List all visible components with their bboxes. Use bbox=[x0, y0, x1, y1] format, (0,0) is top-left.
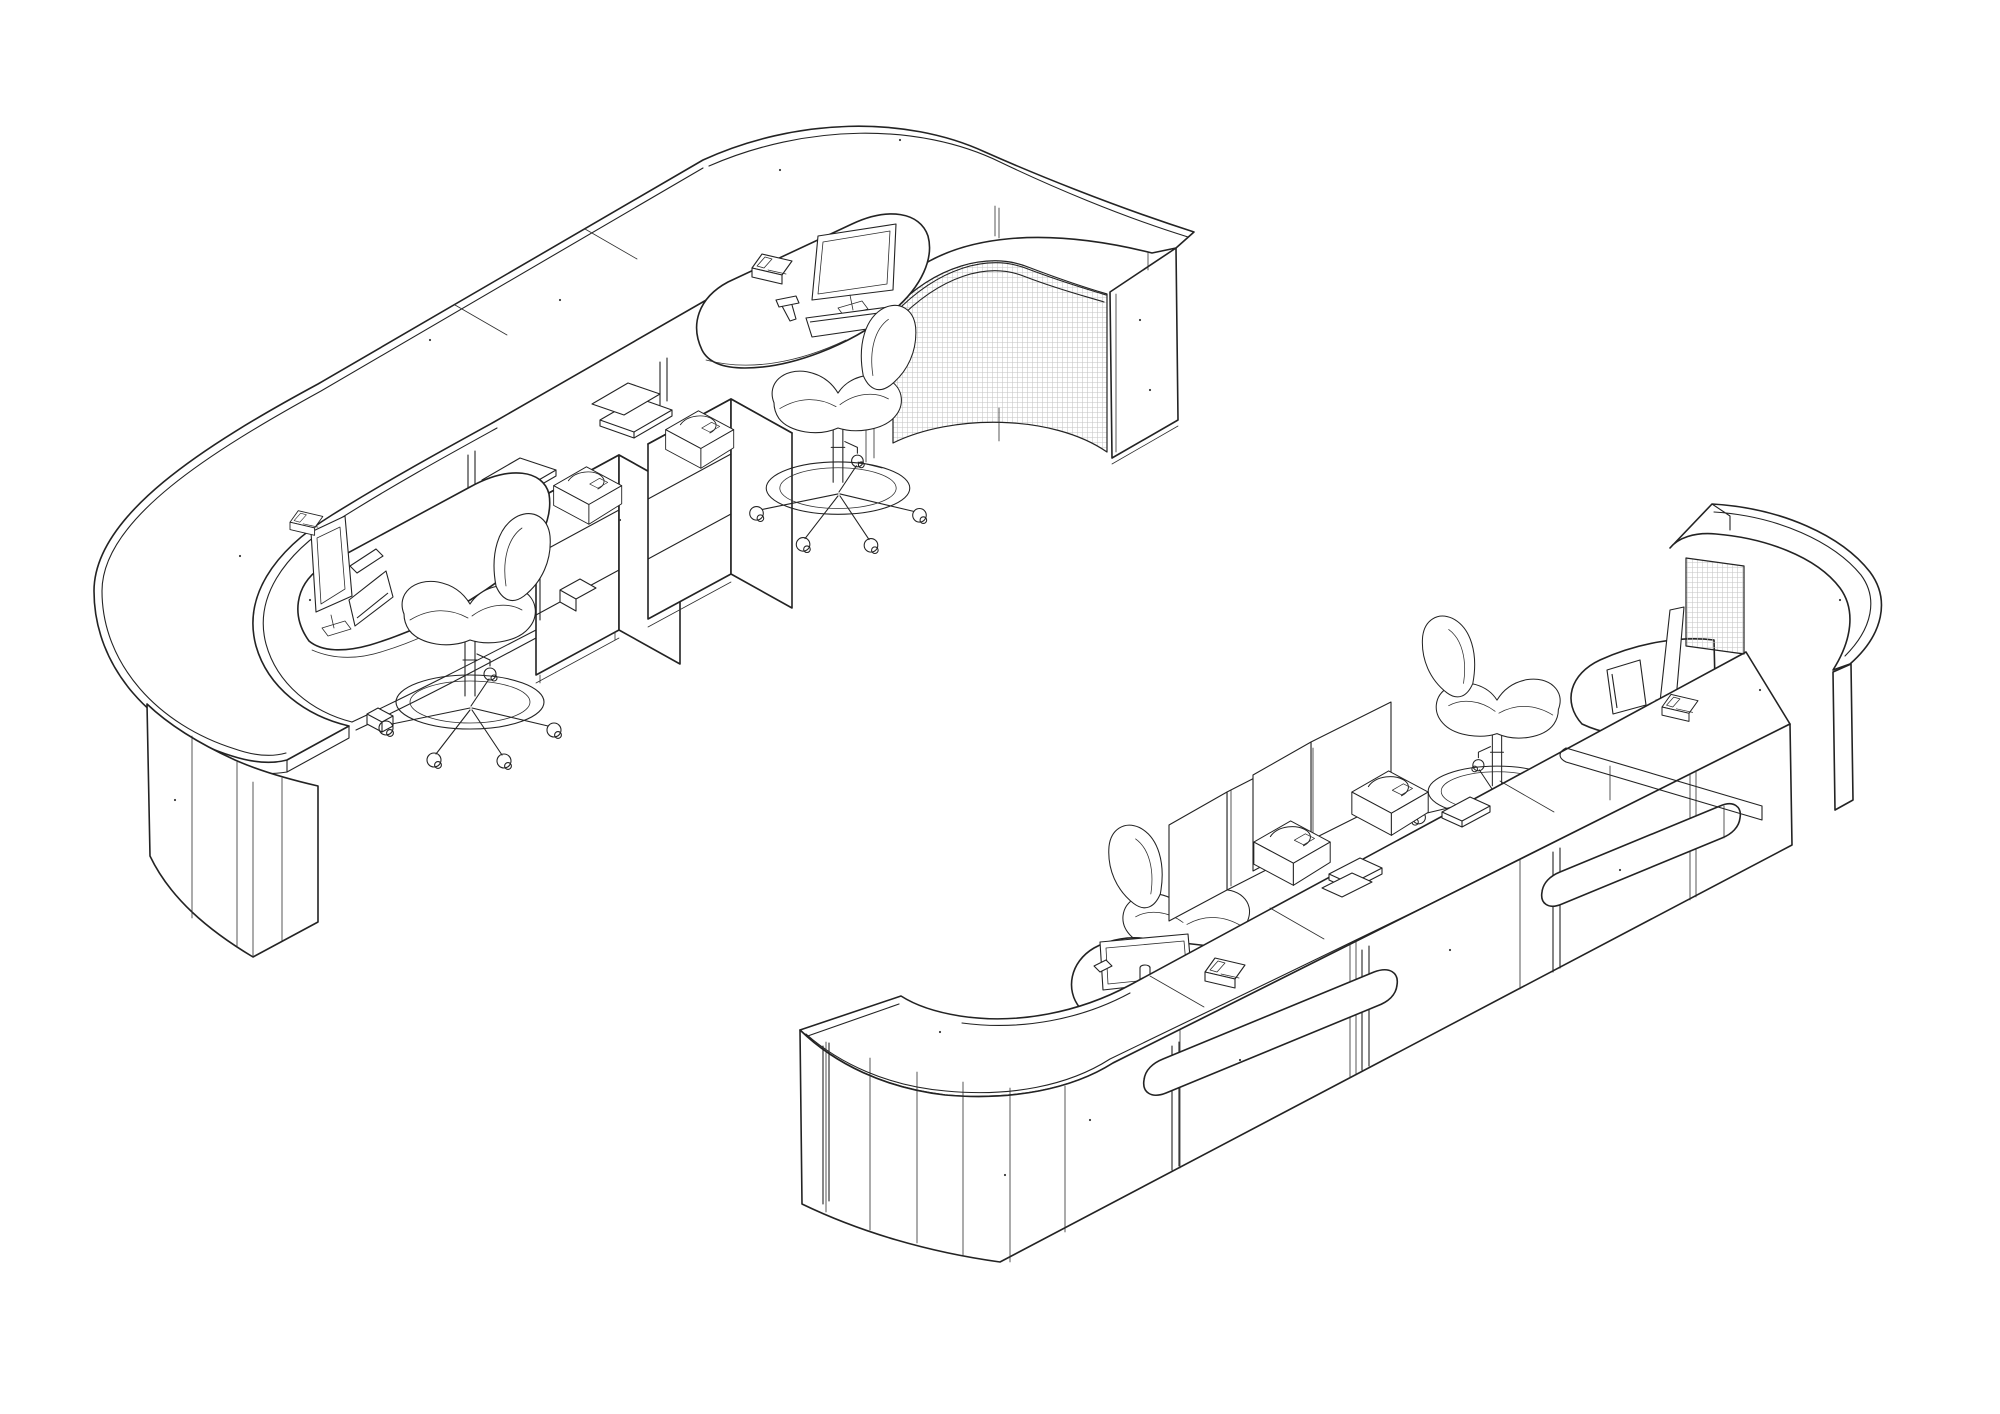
keyboard-4 bbox=[1606, 659, 1647, 715]
slatted-front bbox=[799, 723, 1793, 1263]
counter-edge-lines bbox=[101, 132, 1189, 756]
cpu-bracket bbox=[366, 707, 394, 733]
keyboard-1 bbox=[348, 570, 394, 627]
monitor-1 bbox=[310, 515, 353, 637]
perforated-screen bbox=[1685, 557, 1745, 655]
wave-worktop-edge bbox=[893, 262, 1107, 323]
desk-item bbox=[1093, 959, 1113, 973]
stapler bbox=[775, 295, 800, 322]
pedestal-slats bbox=[191, 735, 283, 958]
end-panel bbox=[1832, 663, 1854, 811]
counter-seam bbox=[1149, 780, 1555, 1008]
surface-dots bbox=[938, 598, 1842, 1177]
paper-stacks bbox=[1321, 796, 1491, 898]
perforated-screen bbox=[892, 260, 1108, 453]
end-panel bbox=[1109, 247, 1179, 459]
reception-unit-right bbox=[799, 503, 1883, 1263]
support-posts bbox=[467, 357, 668, 501]
keyboard-shelf bbox=[1559, 747, 1763, 839]
surface-dots bbox=[173, 138, 1152, 802]
monitor-2 bbox=[811, 223, 897, 317]
counter-edge-lines bbox=[801, 730, 1789, 1094]
counter-band bbox=[93, 125, 1195, 764]
counter-seam bbox=[454, 205, 1000, 336]
reception-unit-left bbox=[93, 125, 1195, 958]
curved-return-counter bbox=[1669, 503, 1883, 671]
document-tray bbox=[349, 548, 384, 574]
customer-ledge-1 bbox=[1142, 969, 1399, 1096]
glass-partitions bbox=[1168, 701, 1392, 922]
customer-ledge-2 bbox=[1540, 803, 1742, 907]
